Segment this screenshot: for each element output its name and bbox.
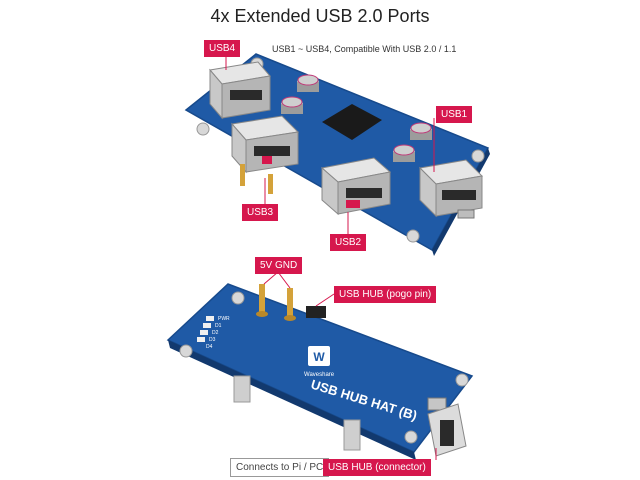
pin-header bbox=[306, 306, 326, 318]
waveshare-logo: W bbox=[308, 346, 330, 366]
capacitor bbox=[281, 96, 303, 114]
led-label: D3 bbox=[209, 337, 216, 343]
micro-usb-port bbox=[427, 397, 447, 411]
mount-hole bbox=[406, 229, 420, 243]
standoff bbox=[233, 375, 251, 403]
bottom-board: PWR D1 D2 D3 D4 W Waveshare USB HUB HAT … bbox=[166, 283, 474, 460]
label-usb4: USB4 bbox=[204, 40, 241, 57]
label-usb-hub-pogo: USB HUB (pogo pin) bbox=[334, 286, 437, 303]
bottom-pcb bbox=[166, 283, 474, 453]
led bbox=[206, 316, 214, 321]
usb2-port bbox=[320, 157, 392, 216]
mount-hole bbox=[179, 344, 193, 358]
led-label: D1 bbox=[215, 323, 222, 329]
pogo-pin bbox=[268, 174, 273, 194]
label-usb1: USB1 bbox=[436, 106, 473, 123]
led-label: D4 bbox=[206, 344, 213, 350]
label-connects-to: Connects to Pi / PC bbox=[230, 458, 330, 477]
led-label: PWR bbox=[218, 316, 230, 322]
standoff bbox=[343, 419, 361, 451]
page-title: 4x Extended USB 2.0 Ports bbox=[210, 6, 430, 26]
label-usb-hub-connector: USB HUB (connector) bbox=[323, 459, 431, 476]
led bbox=[200, 330, 208, 335]
usb4-port bbox=[209, 61, 271, 120]
led-label: D2 bbox=[212, 330, 219, 336]
label-power-gnd: 5V GND bbox=[255, 257, 303, 274]
brand-text: Waveshare bbox=[304, 372, 335, 378]
pogo-pin bbox=[256, 284, 268, 317]
leader-line bbox=[315, 293, 335, 307]
pogo-pin bbox=[240, 164, 245, 186]
leader-line bbox=[263, 271, 279, 285]
hub-chip bbox=[322, 104, 382, 140]
mount-hole bbox=[455, 373, 469, 387]
page-subtitle: USB1 ~ USB4, Compatible With USB 2.0 / 1… bbox=[272, 44, 457, 54]
mount-hole bbox=[196, 122, 210, 136]
leader-line bbox=[277, 271, 291, 289]
mount-hole bbox=[231, 291, 245, 305]
capacitor bbox=[410, 122, 432, 140]
capacitor bbox=[297, 74, 319, 92]
label-usb3: USB3 bbox=[242, 204, 279, 221]
capacitor bbox=[393, 144, 415, 162]
pogo-pin bbox=[284, 288, 296, 321]
svg-text:W: W bbox=[313, 350, 325, 364]
usb-connector bbox=[427, 403, 467, 457]
top-board bbox=[184, 53, 490, 256]
usb1-port bbox=[418, 159, 484, 218]
led bbox=[197, 337, 205, 342]
label-usb2: USB2 bbox=[330, 234, 367, 251]
led bbox=[203, 323, 211, 328]
usb3-port bbox=[231, 115, 300, 174]
micro-usb-port bbox=[457, 209, 475, 219]
mount-hole bbox=[471, 149, 485, 163]
mount-hole bbox=[404, 430, 418, 444]
